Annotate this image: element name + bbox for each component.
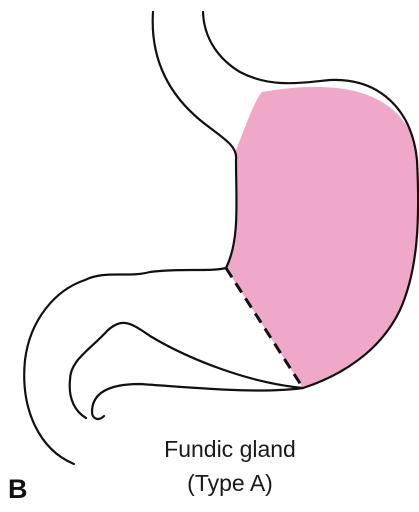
caption-line-2: (Type A) (130, 466, 330, 500)
figure-caption: Fundic gland (Type A) (130, 432, 330, 500)
stomach-outline-inner (24, 12, 236, 464)
panel-label: B (8, 474, 28, 505)
caption-line-1: Fundic gland (130, 432, 330, 466)
pylorus-outline (70, 323, 303, 418)
fundic-gland-region (226, 87, 418, 388)
